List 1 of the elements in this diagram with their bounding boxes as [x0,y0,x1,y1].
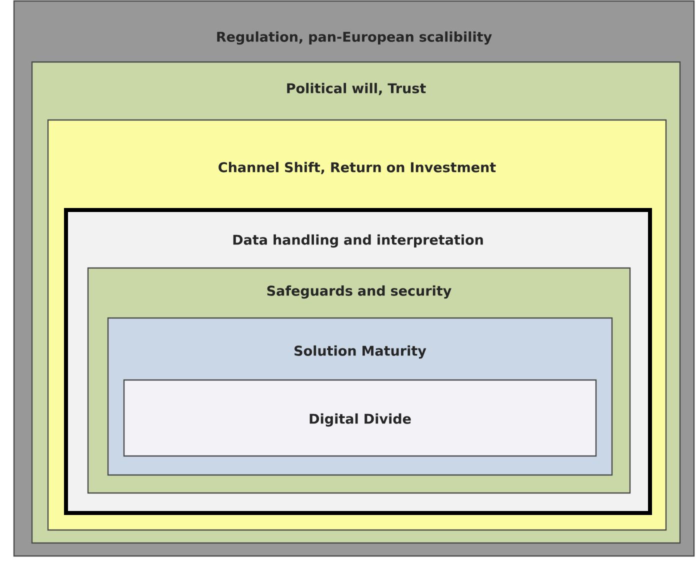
nested-box: Digital Divide [123,379,597,457]
